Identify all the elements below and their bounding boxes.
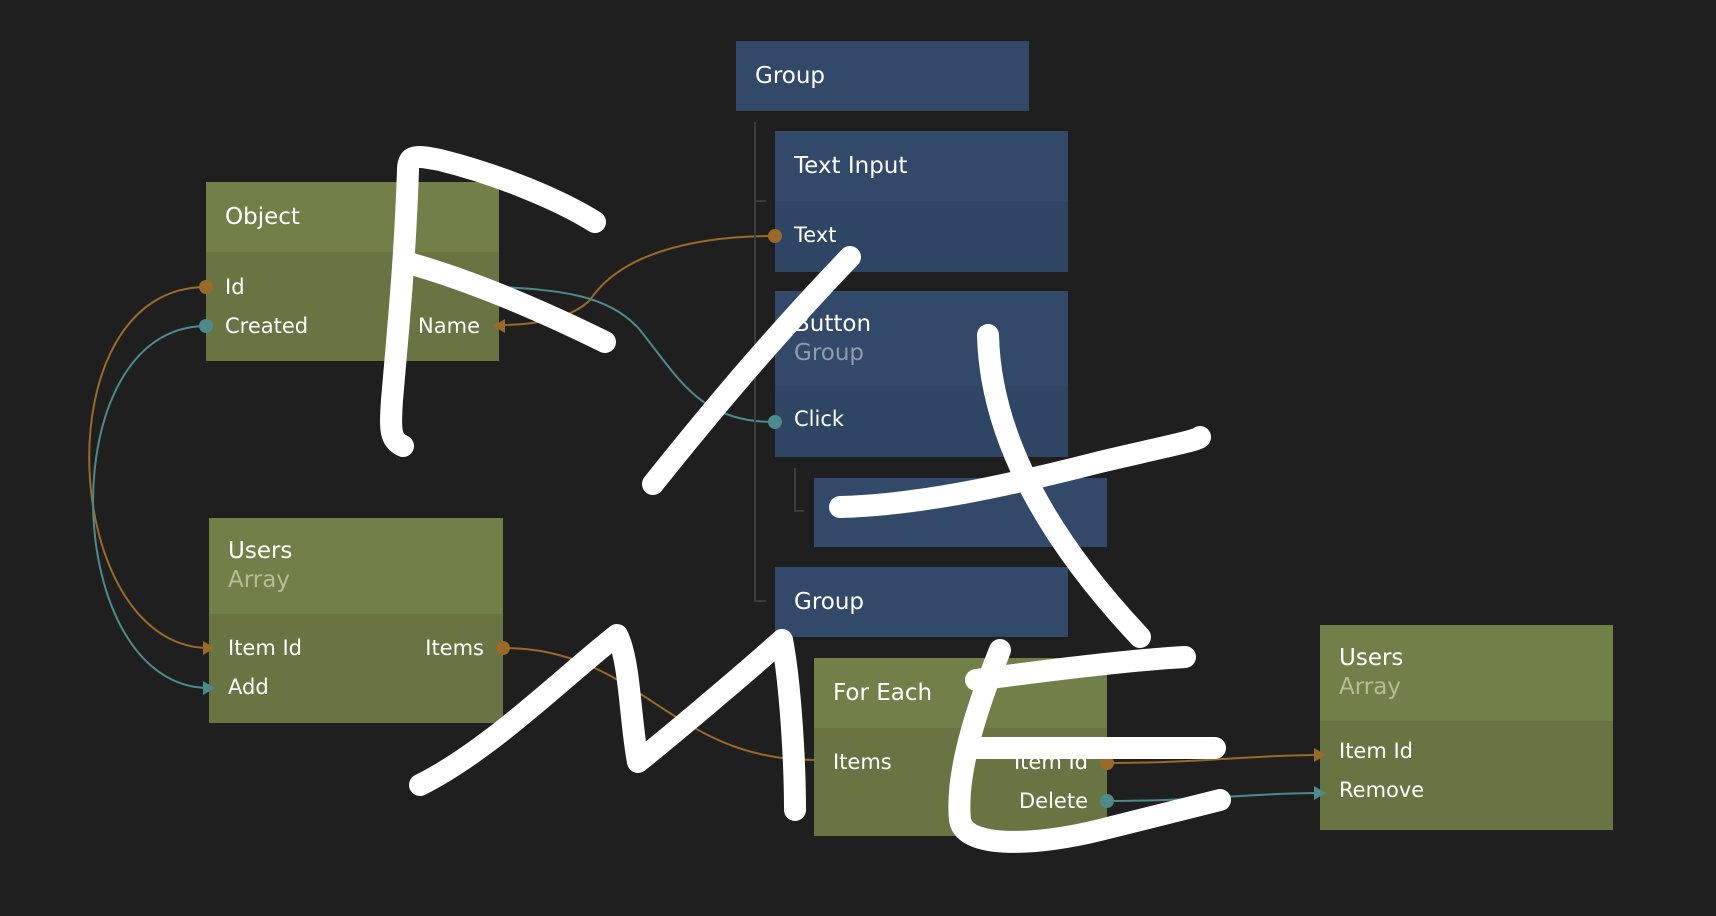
port-name-arrow[interactable] bbox=[493, 319, 505, 333]
port-items[interactable]: Items bbox=[425, 636, 484, 660]
wire-id-to-item-id[interactable] bbox=[88, 286, 210, 649]
port-name[interactable]: Name bbox=[418, 314, 480, 338]
node-group-bottom[interactable]: Group bbox=[775, 567, 1068, 637]
port-item-id[interactable]: Item Id bbox=[1339, 739, 1414, 763]
scribble-letter-f-bar bbox=[394, 251, 616, 353]
port-delete[interactable]: Delete bbox=[1019, 789, 1088, 813]
node-subtitle: Array bbox=[1339, 674, 1401, 700]
node-button[interactable]: Button Group Click bbox=[768, 291, 1068, 457]
port-add[interactable]: Add bbox=[228, 675, 269, 699]
wire-items-to-foreach[interactable] bbox=[502, 647, 815, 761]
port-click[interactable]: Click bbox=[794, 407, 845, 431]
node-title: Group bbox=[755, 62, 826, 89]
port-item-id-dot[interactable] bbox=[1100, 756, 1114, 770]
port-text[interactable]: Text bbox=[794, 223, 837, 247]
scribble-letter-x-1 bbox=[642, 246, 861, 495]
node-users-array-right[interactable]: Users Array Item Id Remove bbox=[1314, 625, 1613, 830]
wire-itemid-to-users[interactable] bbox=[1106, 754, 1321, 764]
port-id[interactable]: Id bbox=[225, 275, 245, 299]
node-users-array-left[interactable]: Users Array Item Id Add Items bbox=[203, 518, 510, 723]
port-items[interactable]: Items bbox=[833, 750, 892, 774]
port-click-dot[interactable] bbox=[768, 415, 782, 429]
node-title: Object bbox=[225, 203, 300, 230]
node-subtitle: Group bbox=[794, 339, 865, 366]
node-text-input[interactable]: Text Input Text bbox=[768, 131, 1068, 272]
hierarchy-line-child bbox=[794, 468, 796, 512]
port-remove-arrow[interactable] bbox=[1314, 786, 1326, 800]
hierarchy-tick-text-input bbox=[754, 200, 766, 202]
port-add-arrow[interactable] bbox=[203, 681, 215, 695]
node-title: Users bbox=[1339, 645, 1404, 671]
node-title: Users bbox=[228, 538, 293, 564]
port-item-id-arrow[interactable] bbox=[1314, 748, 1326, 762]
node-object[interactable]: Object Id Created Name bbox=[199, 182, 505, 361]
node-title: For Each bbox=[833, 679, 933, 706]
node-title: Group bbox=[794, 588, 865, 615]
port-item-id[interactable]: Item Id bbox=[228, 636, 303, 660]
scribble-letter-f bbox=[380, 146, 606, 457]
port-item-id-arrow[interactable] bbox=[203, 641, 215, 655]
node-title: Text Input bbox=[794, 152, 908, 179]
hierarchy-tick-group-bottom bbox=[754, 600, 766, 602]
scribble-letter-e bbox=[948, 639, 1231, 853]
port-id-dot[interactable] bbox=[199, 280, 213, 294]
scribble-letter-m bbox=[409, 624, 806, 821]
scribble-letter-t bbox=[829, 426, 1211, 518]
node-subtitle: Array bbox=[228, 567, 290, 593]
port-text-dot[interactable] bbox=[768, 229, 782, 243]
wire-created-to-add[interactable] bbox=[92, 325, 210, 689]
port-delete-dot[interactable] bbox=[1100, 794, 1114, 808]
port-created-dot[interactable] bbox=[199, 319, 213, 333]
port-remove[interactable]: Remove bbox=[1339, 778, 1425, 802]
hierarchy-tick-child bbox=[794, 510, 804, 512]
port-items-dot[interactable] bbox=[496, 641, 510, 655]
node-group-top[interactable]: Group bbox=[736, 41, 1029, 111]
port-created[interactable]: Created bbox=[225, 314, 309, 338]
